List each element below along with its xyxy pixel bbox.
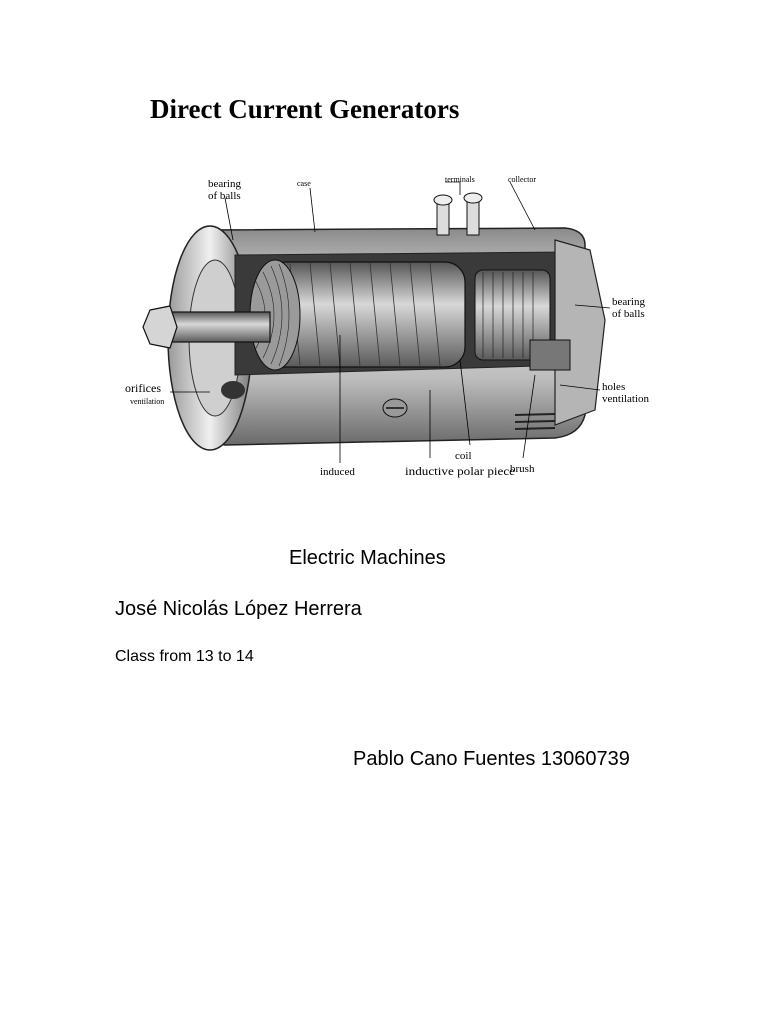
- label-bearing-right-2: of balls: [612, 308, 645, 320]
- label-bearing-left-1: bearing: [208, 178, 241, 190]
- label-orifices-2: ventilation: [130, 397, 164, 406]
- generator-illustration: bearing of balls case terminals collecto…: [125, 175, 650, 478]
- generator-cutaway-figure: bearing of balls case terminals collecto…: [115, 160, 660, 495]
- commutator: [474, 269, 551, 361]
- label-bearing-right-1: bearing: [612, 296, 645, 308]
- student-name-id: Pablo Cano Fuentes 13060739: [353, 748, 630, 770]
- document-title: Direct Current Generators: [150, 94, 460, 124]
- teacher-name: José Nicolás López Herrera: [115, 598, 362, 620]
- subject-name: Electric Machines: [289, 547, 446, 569]
- label-coil: coil: [455, 450, 472, 462]
- label-holes-1: holes: [602, 381, 625, 393]
- label-brush: brush: [510, 463, 535, 475]
- label-terminals: terminals: [445, 175, 475, 184]
- label-holes-2: ventilation: [602, 393, 650, 405]
- class-time: Class from 13 to 14: [115, 648, 254, 665]
- label-orifices-1: orifices: [125, 381, 161, 395]
- brush-holder: [529, 339, 571, 371]
- label-inductive-polar-piece: inductive polar piece: [405, 464, 515, 478]
- label-induced: induced: [320, 466, 355, 478]
- shaft-nut: [142, 305, 178, 349]
- label-case: case: [297, 179, 311, 188]
- label-collector: collector: [508, 175, 536, 184]
- label-bearing-left-2: of balls: [208, 190, 241, 202]
